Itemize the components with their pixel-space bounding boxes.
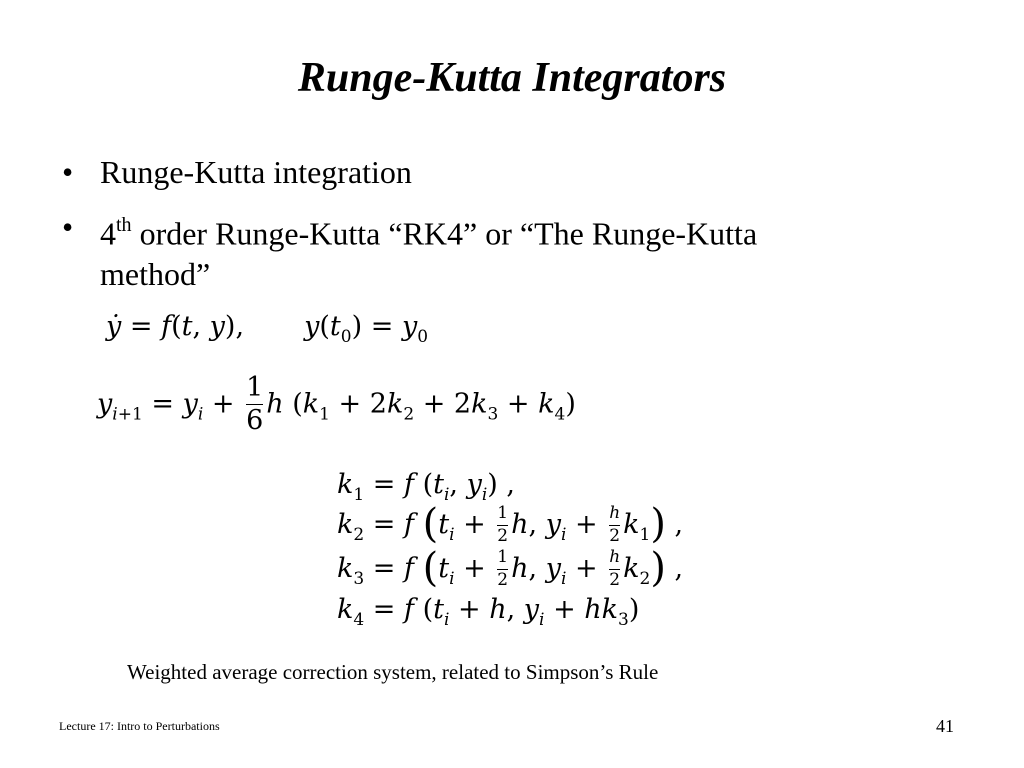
bullet-superscript: th <box>116 214 132 236</box>
page-number: 41 <box>936 716 954 736</box>
ode-equation: ẏ = f(t, y), y(t0) = y0 <box>106 311 429 347</box>
caption: Weighted average correction system, rela… <box>127 660 659 684</box>
k4-equation: k4 = f (ti + h, yi + hk3) <box>337 594 640 630</box>
slide-title: Runge-Kutta Integrators <box>297 55 727 101</box>
bullet-prefix: 4 <box>100 215 116 252</box>
footer-lecture-title: Lecture 17: Intro to Perturbations <box>59 719 220 733</box>
bullet-item: • Runge-Kutta integration <box>62 152 962 192</box>
bullet-continuation: method” <box>100 255 211 292</box>
bullet-marker: • <box>62 154 74 190</box>
bullet-item: • 4th order Runge-Kutta “RK4” or “The Ru… <box>62 207 962 294</box>
bullet-list: • Runge-Kutta integration • 4th order Ru… <box>62 152 962 309</box>
bullet-text: Runge-Kutta integration <box>100 154 412 190</box>
k1-equation: k1 = f (ti, yi) , <box>337 469 515 505</box>
bullet-marker: • <box>62 209 74 245</box>
bullet-text: order Runge-Kutta “RK4” or “The Runge-Ku… <box>131 215 758 252</box>
